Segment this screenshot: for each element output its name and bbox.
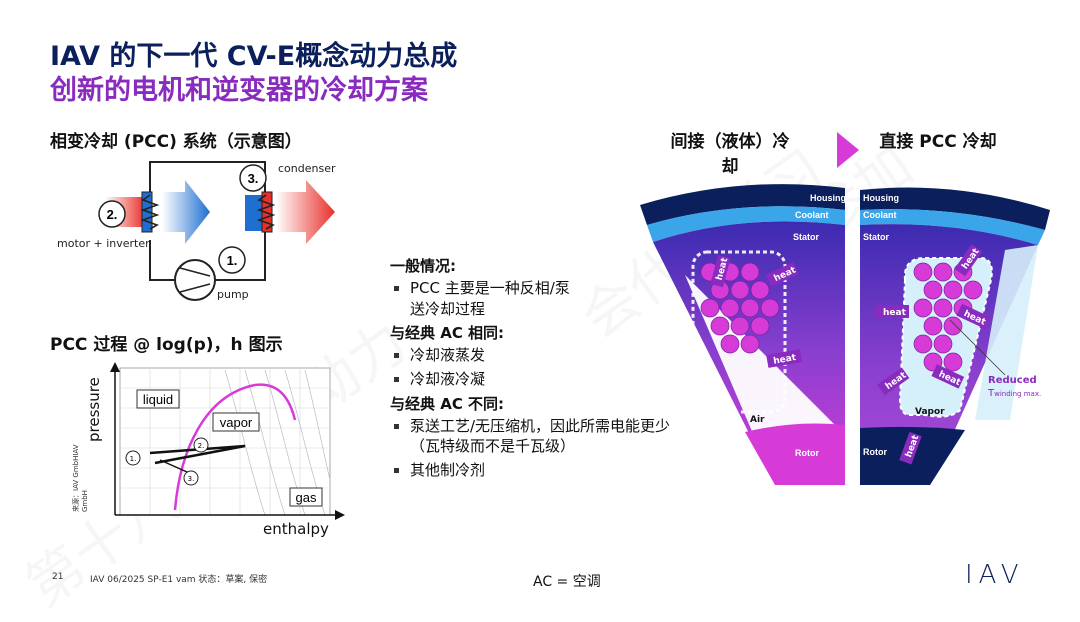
right-housing-label: Housing (863, 193, 899, 203)
twinding-label: Twinding max. (988, 388, 1041, 399)
ph-diagram: 1. 2. 3. liquid vapor gas (110, 362, 345, 520)
pcc-schematic: 2. 3. 1. (98, 161, 335, 301)
ph-point-1: 1. (130, 455, 137, 463)
region-gas: gas (296, 490, 317, 505)
bullet-list: 一般情况: PCC 主要是一种反相/泵送冷却过程 与经典 AC 相同: 冷却液蒸… (390, 252, 690, 485)
source-note: 来源：IAV GmbHIAV GmbH (72, 444, 90, 512)
list-item: 冷却液冷凝 (390, 369, 690, 389)
page-subtitle: 创新的电机和逆变器的冷却方案 (50, 75, 428, 106)
list-item: 其他制冷剂 (390, 460, 690, 480)
list-item: 泵送工艺/无压缩机，因此所需电能更少（瓦特级而不是千瓦级） (390, 416, 680, 457)
right-vapor-label: Vapor (915, 407, 945, 417)
twinding-sub: winding max. (994, 390, 1042, 398)
ph-point-3: 3. (188, 475, 195, 483)
left-stator-label: Stator (793, 232, 820, 242)
list-item: PCC 主要是一种反相/泵送冷却过程 (390, 278, 570, 319)
right-stator-label: Stator (863, 232, 890, 242)
indirect-heading: 间接（液体）冷却 (670, 132, 790, 177)
iav-logo: IAV (965, 560, 1025, 590)
label-num1: 1. (227, 253, 238, 268)
ph-diagram-heading: PCC 过程 @ log(p)，h 图示 (50, 335, 283, 355)
page-number: 21 (52, 572, 64, 582)
region-vapor: vapor (220, 415, 253, 430)
heat-label: heat (773, 353, 798, 367)
pump-label: pump (217, 288, 249, 301)
indirect-cooling-sector: Housing Coolant Stator Air Rotor heat he… (640, 184, 846, 486)
direct-cooling-sector: Housing Coolant Stator Vapor Rotor heat … (860, 187, 1050, 485)
diff-heading: 与经典 AC 不同: (390, 394, 505, 413)
general-heading: 一般情况: (390, 257, 456, 275)
right-rotor-label: Rotor (863, 447, 887, 457)
reduced-label: Reduced (988, 375, 1037, 386)
right-coolant-label: Coolant (863, 210, 897, 220)
resistor-icon (140, 194, 160, 230)
ph-x-axis-label: enthalpy (263, 520, 329, 538)
label-num2: 2. (107, 207, 118, 222)
region-liquid: liquid (143, 392, 173, 407)
label-num3: 3. (248, 171, 259, 186)
direct-heading: 直接 PCC 冷却 (879, 132, 997, 152)
condenser-label: condenser (278, 162, 336, 175)
motor-inverter-label: motor + inverter (57, 237, 150, 250)
list-item: 冷却液蒸发 (390, 345, 690, 365)
ph-point-2: 2. (198, 442, 205, 450)
left-air-label: Air (750, 415, 765, 425)
arrow-right-icon (837, 132, 859, 168)
resistor-icon (256, 194, 276, 230)
left-coolant-label: Coolant (795, 210, 829, 220)
page-title: IAV 的下一代 CV-E概念动力总成 (50, 41, 458, 72)
ac-note: AC = 空调 (533, 574, 601, 590)
same-heading: 与经典 AC 相同: (390, 323, 505, 342)
left-rotor-label: Rotor (795, 448, 819, 458)
pcc-system-heading: 相变冷却 (PCC) 系统（示意图） (50, 132, 302, 152)
heat-label: heat (883, 308, 907, 318)
twinding-main: T (988, 388, 995, 399)
left-housing-label: Housing (810, 193, 846, 203)
pump-icon (174, 259, 216, 301)
arrow-right-icon (162, 180, 210, 244)
footer-meta: IAV 06/2025 SP-E1 vam 状态：草案, 保密 (90, 575, 268, 585)
arrow-right-icon (276, 180, 335, 244)
